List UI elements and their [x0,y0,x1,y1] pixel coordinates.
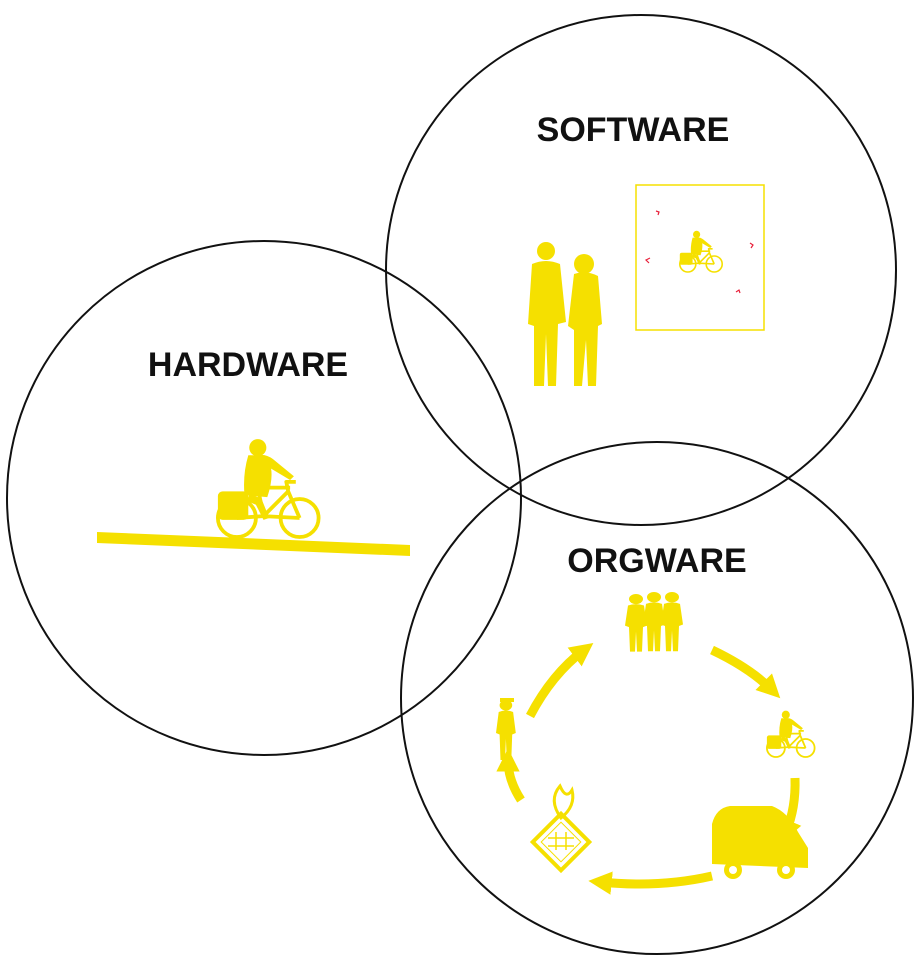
orgware-circle [400,441,914,955]
cyclist-icon [215,437,321,539]
monitoring-frame-icon [635,184,765,331]
van-icon [712,806,808,879]
cyclist-small-icon [678,230,724,273]
group-of-people-icon [625,592,683,652]
traffic-officer-icon [496,698,516,760]
two-people-standing-icon [528,242,602,386]
hardware-label: HARDWARE [148,346,348,384]
cycle-arrow-icon [496,642,802,895]
orgware-label: ORGWARE [567,542,746,580]
software-circle [385,14,897,526]
software-label: SOFTWARE [537,111,730,149]
bike-path-icon [97,532,410,556]
hardware-circle [6,240,522,756]
cyclist-small-icon [766,709,816,758]
hazard-sign-icon [529,783,593,874]
tracking-marker-icon [644,210,754,294]
